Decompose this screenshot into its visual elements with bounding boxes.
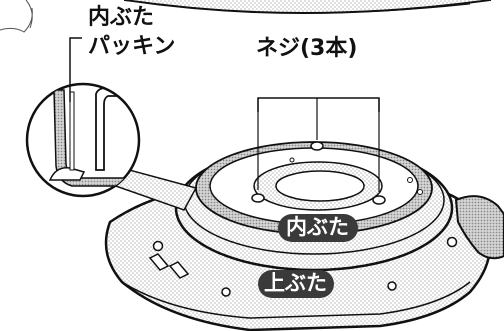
plate-hole-left <box>152 240 164 252</box>
inner-lid-label: 内ぶた <box>286 215 349 239</box>
hinge-knob <box>454 195 504 260</box>
cooker-body-edge-line <box>159 3 471 14</box>
screws-label: ネジ(3本) <box>256 36 358 61</box>
notch-1 <box>407 177 413 183</box>
corner-scribble <box>0 0 33 33</box>
inner-lid-center-hole <box>275 170 365 202</box>
gasket-section-lip <box>48 167 86 181</box>
inner-lid-label-pill <box>278 214 358 242</box>
notch-3 <box>289 157 295 163</box>
top-lid-label-pill <box>258 270 334 298</box>
screw-bracket <box>257 97 380 112</box>
screw-right <box>372 195 386 205</box>
inner-lid-gasket-label-line2: パッキン <box>88 34 176 59</box>
notch-2 <box>417 189 423 195</box>
plate-hole-bottom-right <box>387 281 397 291</box>
inner-lid-gasket-label-line1: 内ぶた <box>88 5 155 30</box>
latch-left-2 <box>168 261 190 279</box>
top-lid-label: 上ぶた <box>264 271 327 295</box>
top-lid-plate-edge <box>121 281 471 319</box>
latch-left-1 <box>148 253 170 271</box>
gasket-label-leader <box>69 37 82 102</box>
screw-left <box>251 193 265 203</box>
gasket-section-seal <box>69 91 75 171</box>
plate-hole-right <box>446 236 458 248</box>
screw-top <box>310 141 324 151</box>
plate-hole-bottom <box>221 287 231 297</box>
